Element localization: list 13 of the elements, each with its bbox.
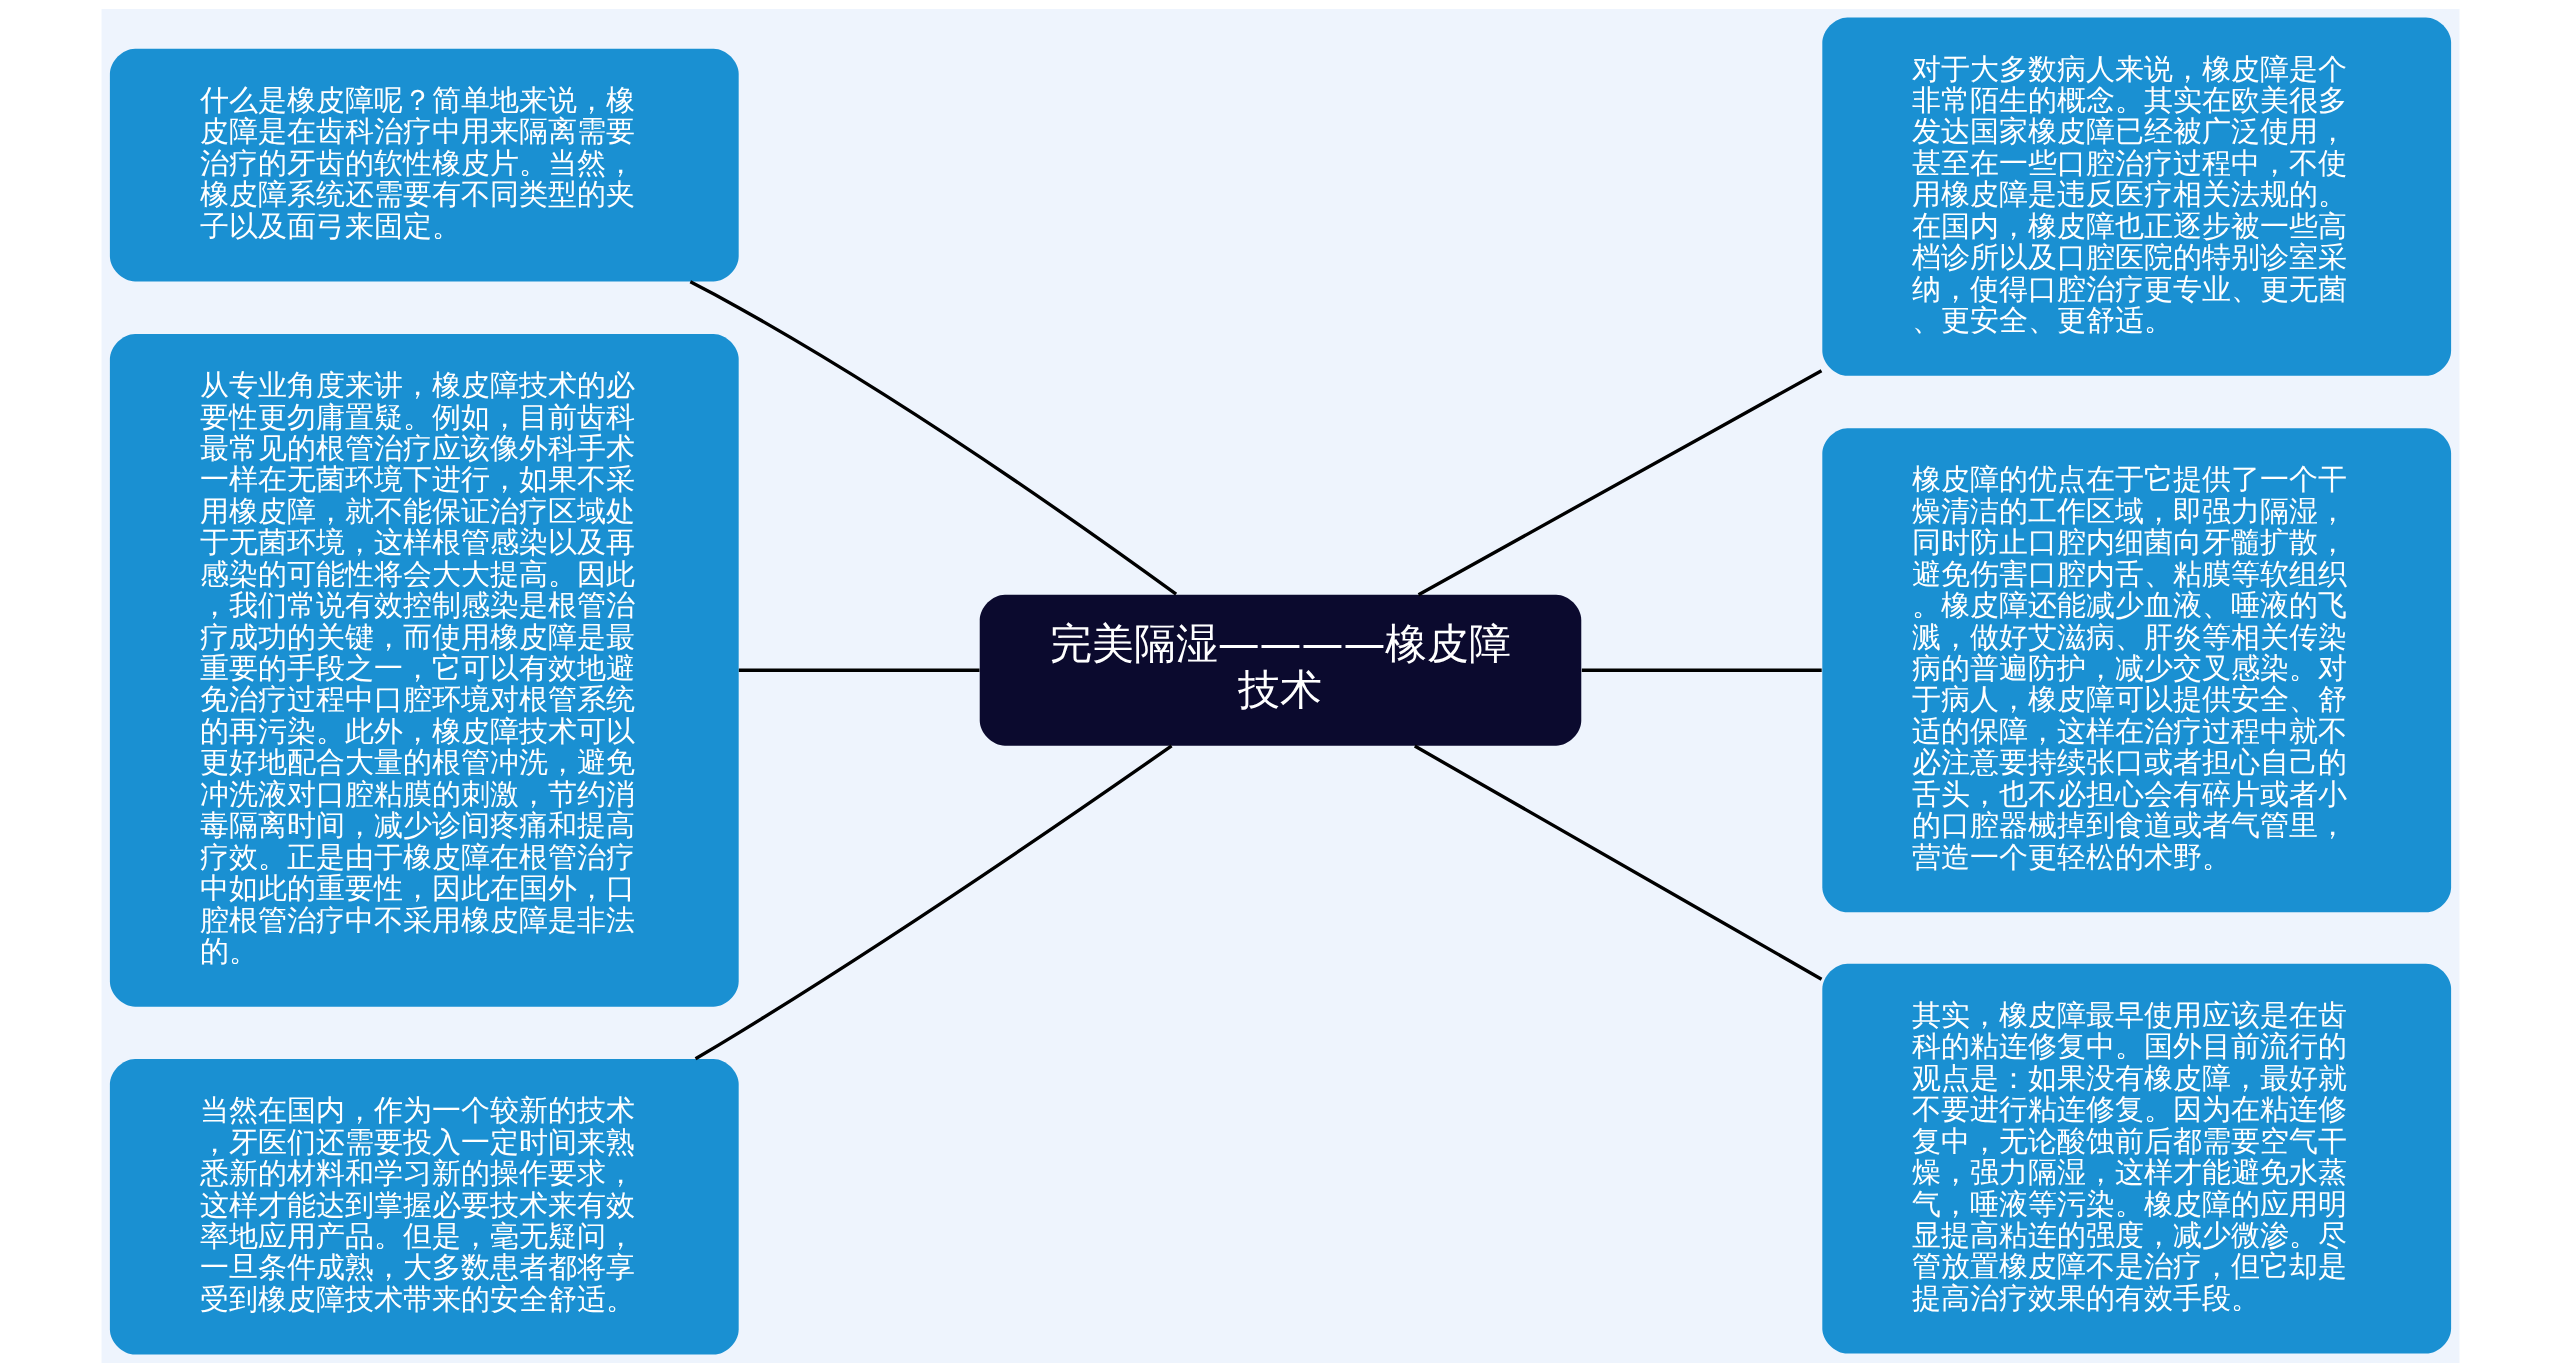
connector	[1581, 668, 1822, 672]
connector	[694, 744, 1173, 1060]
connector	[1417, 368, 1822, 596]
node-box: 其实，橡皮障最早使用应该是在齿科的粘连修复中。国外目前流行的观点是：如果没有橡皮障，最好就不要进行粘连修复。因为在粘连修复中，无论酸蚀前后都需要空气干燥，强力隔湿，这样才能避免水蒸气，唾液等污染。橡皮障的应用明显提高粘连的强度，减少微渗。尽管放置橡皮障不是治疗，但它却是提高治疗效果的有效手段。	[1821, 963, 2451, 1354]
node-box: 对于大多数病人来说，橡皮障是个非常陌生的概念。其实在欧美很多发达国家橡皮障已经被广泛使用，甚至在一些口腔治疗过程中，不使用橡皮障是违反医疗相关法规的。在国内，橡皮障也正逐步被一些高档诊所以及口腔医院的特别诊室采纳，使得口腔治疗更专业、更无菌、更安全、更舒适。	[1821, 16, 2451, 376]
connector	[738, 668, 979, 672]
node-box: 当然在国内，作为一个较新的技术，牙医们还需要投入一定时间来熟悉新的材料和学习新的操作要求，这样才能达到掌握必要技术来有效率地应用产品。但是，毫无疑问，一旦条件成熟，大多数患者都将享受到橡皮障技术带来的安全舒适。	[109, 1058, 739, 1355]
node-box: 橡皮障的优点在于它提供了一个干燥清洁的工作区域，即强力隔湿，同时防止口腔内细菌向牙髓扩散，避免伤害口腔内舌、粘膜等软组织。橡皮障还能减少血液、唾液的飞溅，做好艾滋病、肝炎等相关传染病的普遍防护，减少交叉感染。对于病人，橡皮障可以提供安全、舒适的保障，这样在治疗过程中就不必注意要持续张口或者担心自己的舌头，也不必担心会有碎片或者小的口腔器械掉到食道或者气管里，营造一个更轻松的术野。	[1821, 427, 2451, 912]
node-box: 完美隔湿————橡皮障技术	[979, 594, 1581, 746]
node-box: 什么是橡皮障呢？简单地来说，橡皮障是在齿科治疗中用来隔离需要治疗的牙齿的软性橡皮片。当然，橡皮障系统还需要有不同类型的夹子以及面弓来固定。	[109, 48, 739, 281]
connector	[689, 279, 1177, 596]
connector	[1413, 744, 1822, 981]
node-box: 从专业角度来讲，橡皮障技术的必要性更勿庸置疑。例如，目前齿科最常见的根管治疗应该像外科手术一样在无菌环境下进行，如果不采用橡皮障，就不能保证治疗区域处于无菌环境，这样根管感染以及再感染的可能性将会大大提高。因此，我们常说有效控制感染是根管治疗成功的关键，而使用橡皮障是最重要的手段之一，它可以有效地避免治疗过程中口腔环境对根管系统的再污染。此外，橡皮障技术可以更好地配合大量的根管冲洗，避免冲洗液对口腔粘膜的刺激，节约消毒隔离时间，减少诊间疼痛和提高疗效。正是由于橡皮障在根管治疗中如此的重要性，因此在国外，口腔根管治疗中不采用橡皮障是非法的。	[109, 333, 739, 1007]
